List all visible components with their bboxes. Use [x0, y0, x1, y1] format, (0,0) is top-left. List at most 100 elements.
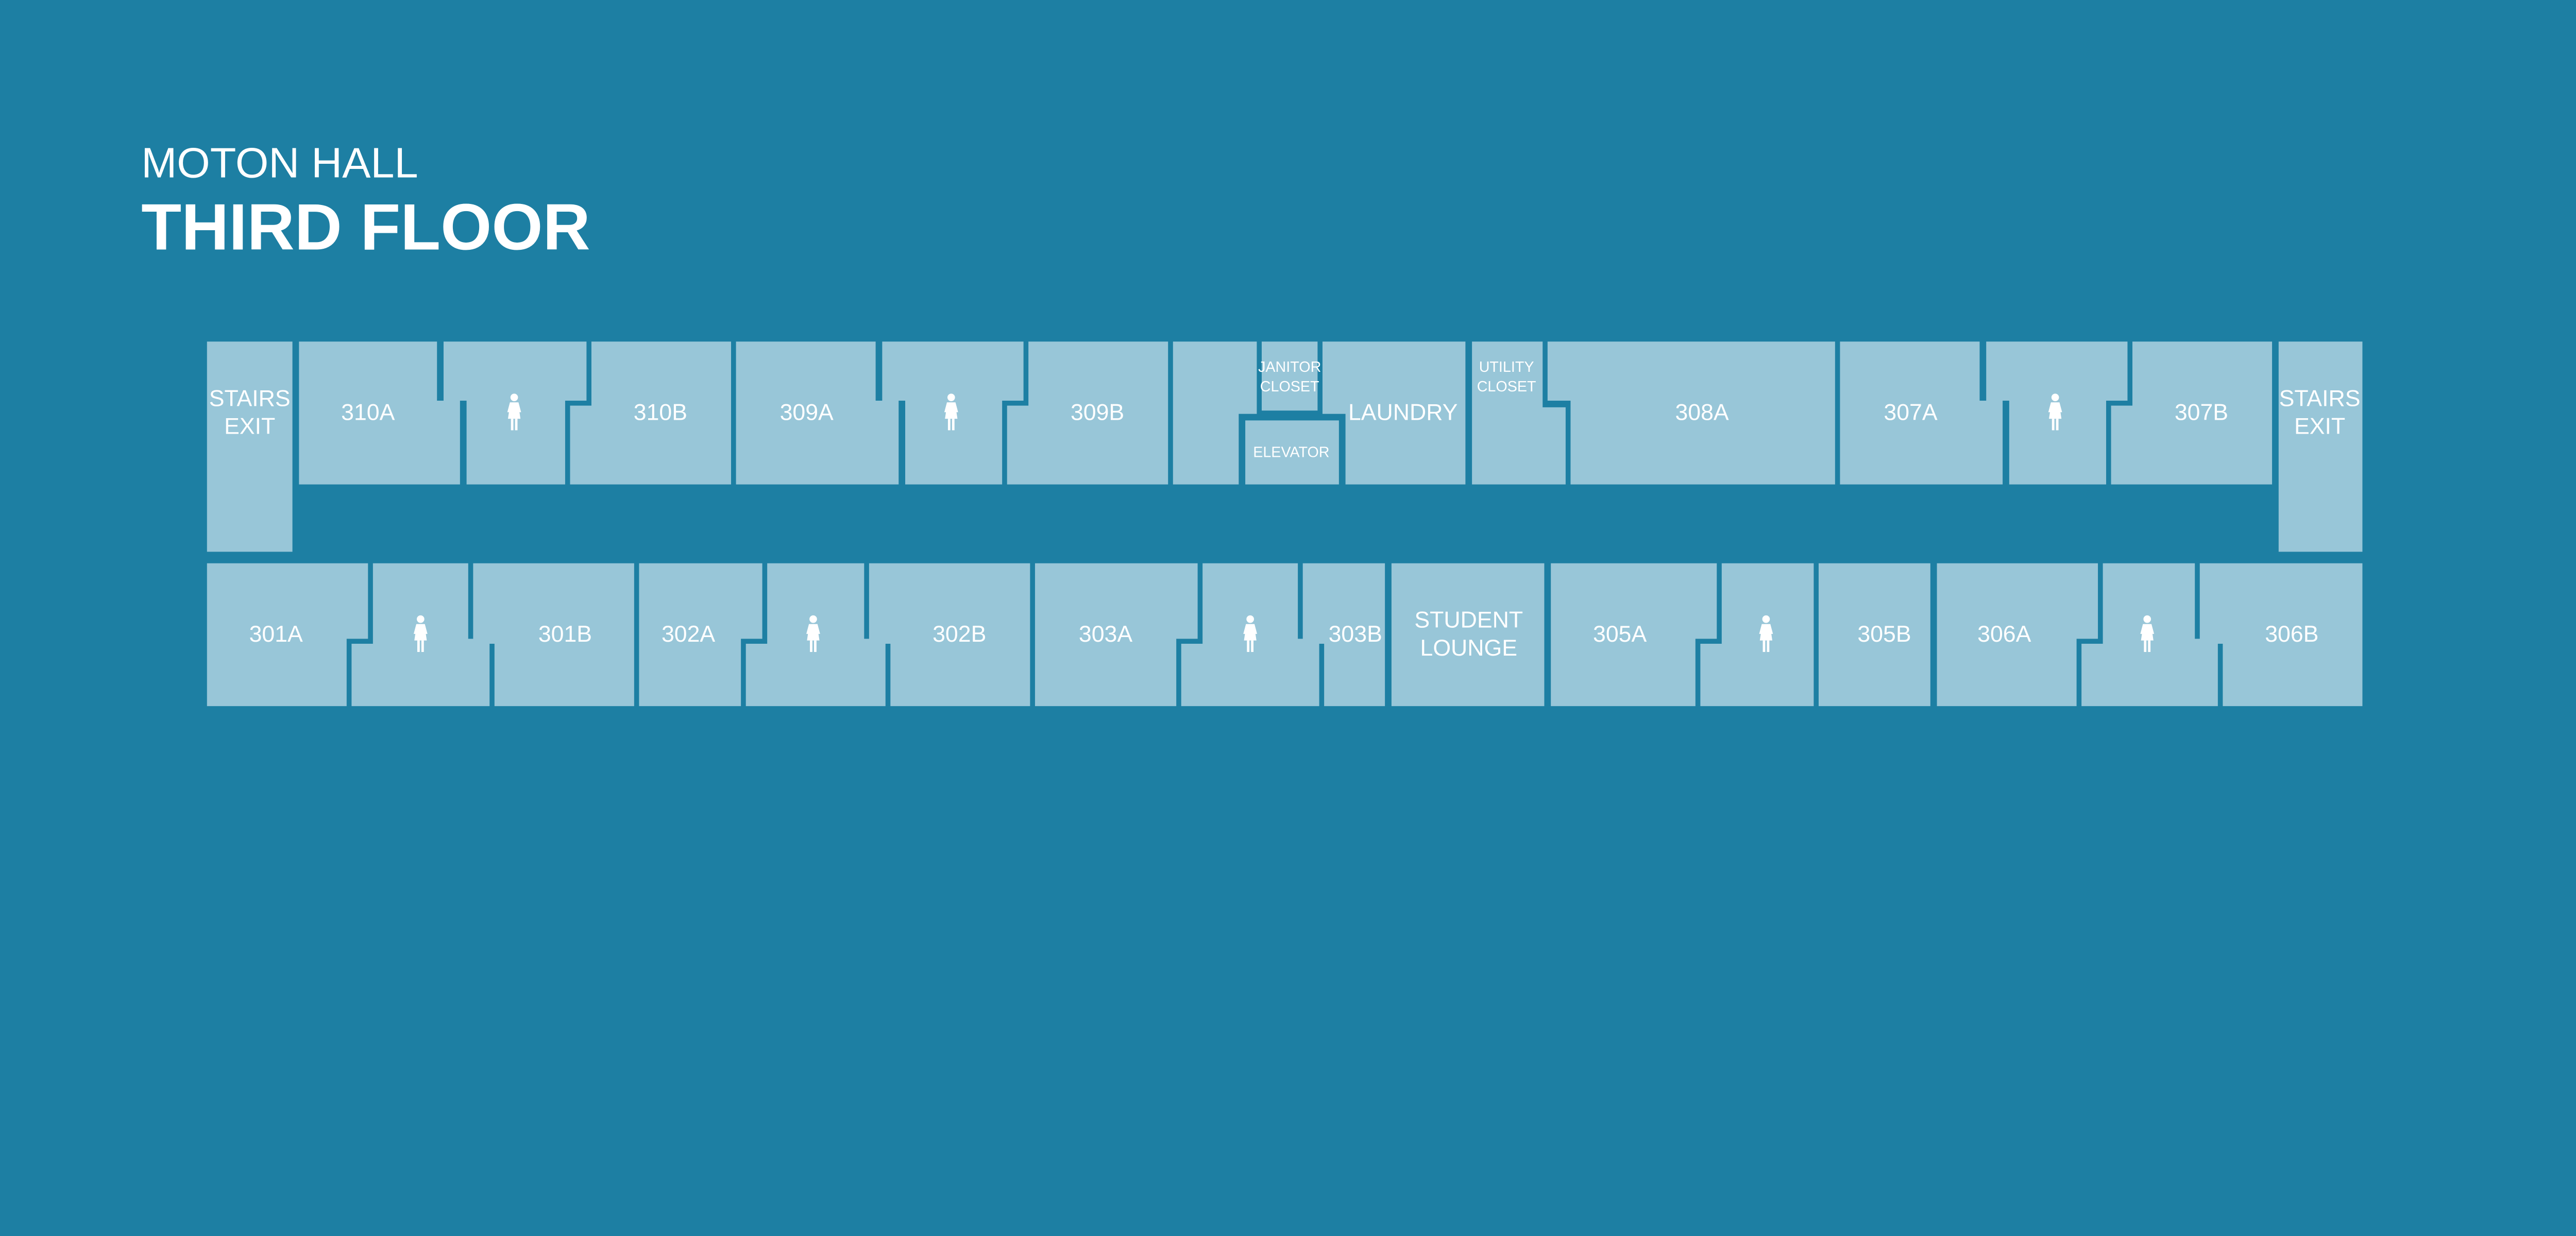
room-shape — [207, 341, 293, 552]
room-restroom-309 — [882, 341, 1024, 485]
room-label: 309A — [780, 400, 834, 425]
room-shape — [1840, 341, 2003, 485]
room-label: 310B — [634, 400, 687, 425]
room-shape — [1391, 563, 1545, 707]
room-label: 305B — [1857, 622, 1911, 647]
female-restroom-icon — [806, 615, 820, 652]
room-shape — [1035, 563, 1198, 707]
room-label: 302B — [933, 622, 986, 647]
room-305B: 305B — [1818, 563, 1930, 707]
floor-plan: MOTON HALL THIRD FLOOR STAIRS EXIT 310A 310… — [141, 139, 2363, 707]
room-shape — [1261, 341, 1318, 411]
room-utility-closet: UTILITY CLOSET — [1472, 341, 1566, 485]
room-restroom-306 — [2081, 563, 2218, 707]
room-shape — [2199, 563, 2363, 707]
room-301B: 301B — [473, 563, 634, 707]
female-restroom-icon — [2140, 615, 2155, 652]
room-shape — [1302, 563, 1385, 707]
floor-title: THIRD FLOOR — [141, 191, 590, 264]
room-label: STUDENT — [1414, 608, 1523, 633]
room-302B: 302B — [869, 563, 1030, 707]
room-label: LOUNGE — [1420, 636, 1517, 661]
room-shape — [473, 563, 634, 707]
room-303A: 303A — [1035, 563, 1198, 707]
room-shape — [1818, 563, 1930, 707]
room-restroom-302 — [745, 563, 886, 707]
room-label: STAIRS — [209, 386, 291, 411]
room-restroom-307 — [1986, 341, 2128, 485]
room-303B: 303B — [1302, 563, 1385, 707]
room-label: EXIT — [224, 414, 275, 439]
room-label: 301A — [249, 622, 303, 647]
room-shape — [1551, 563, 1717, 707]
room-shape — [1700, 563, 1814, 707]
room-label: ELEVATOR — [1253, 444, 1329, 461]
room-302A: 302A — [639, 563, 762, 707]
room-label: 302A — [662, 622, 715, 647]
female-restroom-icon — [1243, 615, 1258, 652]
room-restroom-305 — [1700, 563, 1814, 707]
room-label: EXIT — [2294, 414, 2345, 439]
room-307A: 307A — [1840, 341, 2003, 485]
room-label: JANITOR — [1258, 359, 1321, 375]
room-shape — [736, 341, 899, 485]
room-label: 301B — [538, 622, 592, 647]
room-shape — [299, 341, 460, 485]
room-shape — [1322, 341, 1466, 485]
room-label: 306A — [1977, 622, 2031, 647]
room-shape — [869, 563, 1030, 707]
room-unlabeled-room — [1173, 341, 1257, 485]
room-stairs-exit-west: STAIRS EXIT — [207, 341, 293, 552]
room-label: 306B — [2265, 622, 2318, 647]
female-restroom-icon — [413, 615, 428, 652]
female-restroom-icon — [2048, 393, 2062, 431]
room-309B: 309B — [1007, 341, 1168, 485]
room-shape — [207, 563, 368, 707]
room-shape — [1937, 563, 2098, 707]
room-shape — [2111, 341, 2273, 485]
room-label: 308A — [1675, 400, 1728, 425]
room-restroom-310 — [443, 341, 587, 485]
room-label: 307B — [2175, 400, 2228, 425]
room-308A: 308A — [1547, 341, 1835, 485]
room-305A: 305A — [1551, 563, 1717, 707]
room-restroom-303 — [1181, 563, 1319, 707]
room-label: CLOSET — [1260, 379, 1319, 395]
room-elevator: ELEVATOR — [1245, 420, 1339, 485]
room-label: LAUNDRY — [1348, 400, 1458, 425]
room-306B: 306B — [2199, 563, 2363, 707]
room-shape — [1547, 341, 1835, 485]
room-309A: 309A — [736, 341, 899, 485]
room-shape — [1007, 341, 1168, 485]
room-label: 310A — [341, 400, 395, 425]
room-label: 303B — [1329, 622, 1382, 647]
room-shape — [1173, 341, 1257, 485]
building-name: MOTON HALL — [141, 139, 418, 186]
female-restroom-icon — [507, 393, 521, 431]
room-label: UTILITY — [1479, 359, 1534, 375]
room-shape — [1245, 420, 1339, 485]
room-310A: 310A — [299, 341, 460, 485]
female-restroom-icon — [944, 393, 958, 431]
room-laundry: LAUNDRY — [1322, 341, 1466, 485]
room-label: 305A — [1593, 622, 1647, 647]
room-307B: 307B — [2111, 341, 2273, 485]
room-label: 307A — [1884, 400, 1937, 425]
room-label: 309B — [1071, 400, 1124, 425]
room-stairs-exit-east: STAIRS EXIT — [2278, 341, 2363, 552]
room-306A: 306A — [1937, 563, 2098, 707]
room-label: STAIRS — [2279, 386, 2361, 411]
room-shape — [2278, 341, 2363, 552]
room-shape — [1472, 341, 1566, 485]
room-shape — [639, 563, 762, 707]
room-310B: 310B — [570, 341, 732, 485]
room-label: CLOSET — [1477, 379, 1536, 395]
room-label: 303A — [1079, 622, 1132, 647]
rooms-layer: STAIRS EXIT 310A 310B 309A 309B JANITOR CLOSET E… — [207, 341, 2363, 707]
room-301A: 301A — [207, 563, 368, 707]
room-janitor-closet: JANITOR CLOSET — [1258, 341, 1321, 411]
room-shape — [570, 341, 732, 485]
room-student-lounge: STUDENT LOUNGE — [1391, 563, 1545, 707]
room-restroom-301 — [351, 563, 490, 707]
female-restroom-icon — [1759, 615, 1773, 652]
